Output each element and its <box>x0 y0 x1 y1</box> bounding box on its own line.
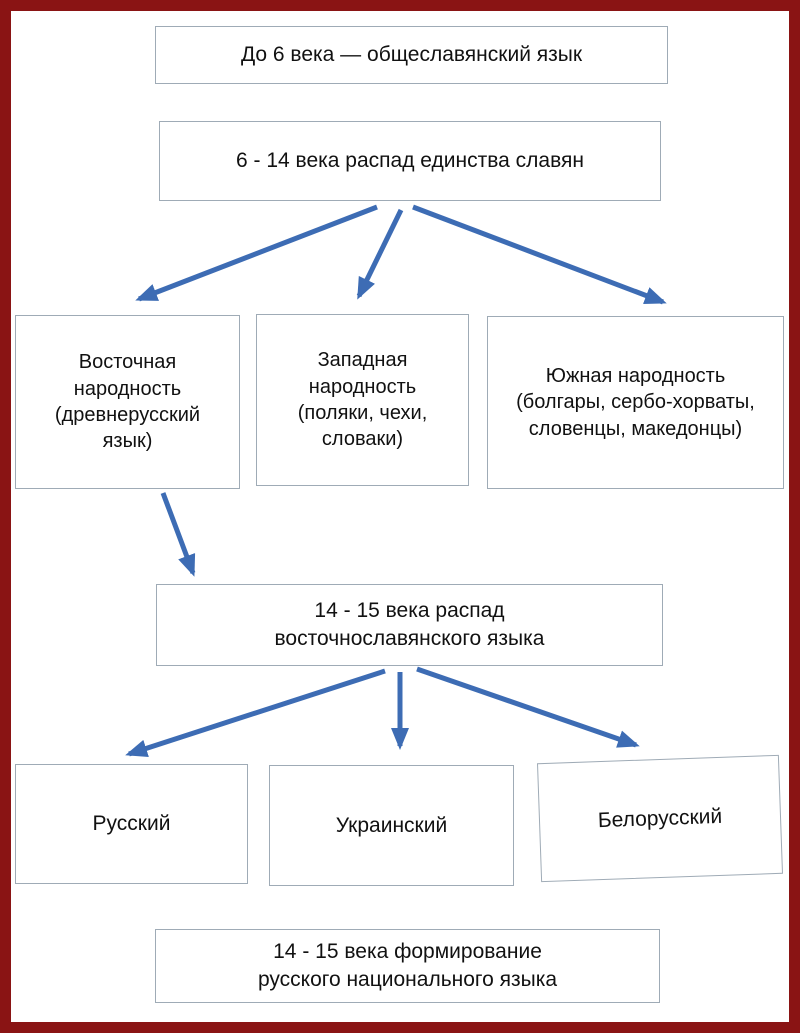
arrow-east-split-to-russian <box>125 668 386 758</box>
arrow-east-split-to-belarusian <box>416 666 640 748</box>
node-belarusian: Белорусский <box>536 754 784 883</box>
arrow-eastern-to-east-slavic-split <box>160 492 196 577</box>
arrow-split-to-southern <box>412 204 667 305</box>
node-national-language-label: 14 - 15 века формирование русского нацио… <box>257 940 558 991</box>
node-national-language: 14 - 15 века формирование русского нацио… <box>155 929 660 1003</box>
arrow-split-to-western <box>356 208 404 300</box>
node-slavic-split-label: 6 - 14 века распад единства славян <box>236 149 584 173</box>
node-russian: Русский <box>15 764 248 884</box>
node-western-peoples: Западная народность (поляки, чехи, слова… <box>256 314 469 486</box>
node-belarusian-label: Белорусский <box>597 804 723 832</box>
node-ukrainian-label: Украинский <box>335 813 448 837</box>
node-eastern-peoples-label: Восточная народность (древнерусский язык… <box>54 351 201 453</box>
node-east-slavic-split-label: 14 - 15 века распад восточнославянского … <box>274 599 545 650</box>
node-slavic-split: 6 - 14 века распад единства славян <box>159 121 661 201</box>
node-western-peoples-label: Западная народность (поляки, чехи, слова… <box>297 349 428 451</box>
node-east-slavic-split: 14 - 15 века распад восточнославянского … <box>156 584 663 666</box>
node-russian-label: Русский <box>92 812 171 836</box>
node-southern-peoples: Южная народность (болгары, сербо-хорваты… <box>487 316 784 489</box>
node-ukrainian: Украинский <box>269 765 514 886</box>
node-eastern-peoples: Восточная народность (древнерусский язык… <box>15 315 240 489</box>
node-common-slavic-label: До 6 века — общеславянский язык <box>240 43 583 67</box>
node-southern-peoples-label: Южная народность (болгары, сербо-хорваты… <box>516 364 755 440</box>
node-common-slavic: До 6 века — общеславянский язык <box>155 26 668 84</box>
arrow-split-to-eastern <box>135 204 378 302</box>
